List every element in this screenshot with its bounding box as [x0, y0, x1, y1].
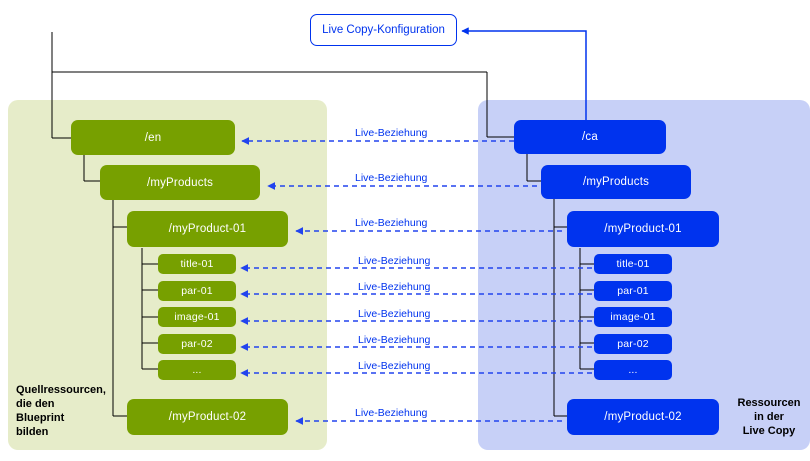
- node-label: /myProducts: [146, 176, 214, 189]
- livecopy-node-ca[interactable]: /ca: [514, 120, 666, 154]
- node-label: /ca: [582, 131, 598, 143]
- node-label: image-01: [610, 311, 656, 323]
- blueprint-node-par-02[interactable]: par-02: [158, 334, 236, 354]
- blueprint-node-en[interactable]: /en: [71, 120, 235, 155]
- node-label: /myProducts: [582, 176, 650, 188]
- blueprint-panel-caption: Quellressourcen, die den Blueprint bilde…: [16, 384, 106, 438]
- relation-label-myproduct-01: Live-Beziehung: [355, 217, 428, 229]
- node-label: title-01: [616, 258, 650, 270]
- node-label: /myProduct-02: [604, 411, 682, 423]
- relation-label-myproduct-02: Live-Beziehung: [355, 407, 428, 419]
- livecopy-node-myproduct-01[interactable]: /myProduct-01: [567, 211, 719, 247]
- relation-label-en: Live-Beziehung: [355, 127, 428, 139]
- blueprint-node-par-01[interactable]: par-01: [158, 281, 236, 301]
- livecopy-node-myproduct-02[interactable]: /myProduct-02: [567, 399, 719, 435]
- node-label: title-01: [180, 258, 214, 270]
- livecopy-node-image-01[interactable]: image-01: [594, 307, 672, 327]
- livecopy-panel-caption: Ressourcen in der Live Copy: [737, 397, 801, 437]
- relation-label-image-01: Live-Beziehung: [358, 308, 431, 320]
- node-label: par-02: [181, 338, 213, 350]
- node-label: /myProduct-01: [168, 223, 247, 235]
- livecopy-node-par-02[interactable]: par-02: [594, 334, 672, 354]
- relation-label-par-02: Live-Beziehung: [358, 334, 431, 346]
- node-label: ...: [192, 364, 202, 376]
- node-label: par-01: [617, 285, 649, 297]
- node-label: /myProduct-02: [168, 411, 247, 423]
- blueprint-node-title-01[interactable]: title-01: [158, 254, 236, 274]
- blueprint-node-myproduct-02[interactable]: /myProduct-02: [127, 399, 288, 435]
- node-label: par-02: [617, 338, 649, 350]
- node-label: ...: [628, 364, 638, 376]
- livecopy-node-ellipsis[interactable]: ...: [594, 360, 672, 380]
- livecopy-node-par-01[interactable]: par-01: [594, 281, 672, 301]
- relation-label-ellipsis: Live-Beziehung: [358, 360, 431, 372]
- live-copy-configuration-box[interactable]: Live Copy-Konfiguration: [310, 14, 457, 46]
- relation-label-par-01: Live-Beziehung: [358, 281, 431, 293]
- node-label: /en: [144, 131, 162, 144]
- livecopy-node-title-01[interactable]: title-01: [594, 254, 672, 274]
- blueprint-node-ellipsis[interactable]: ...: [158, 360, 236, 380]
- blueprint-node-myproducts[interactable]: /myProducts: [100, 165, 260, 200]
- relation-label-myproducts: Live-Beziehung: [355, 172, 428, 184]
- node-label: par-01: [181, 285, 213, 297]
- relation-label-title-01: Live-Beziehung: [358, 255, 431, 267]
- blueprint-panel: [8, 100, 327, 450]
- node-label: image-01: [174, 311, 220, 323]
- livecopy-panel: [478, 100, 810, 450]
- blueprint-node-myproduct-01[interactable]: /myProduct-01: [127, 211, 288, 247]
- node-label: /myProduct-01: [604, 223, 682, 235]
- live-copy-configuration-label: Live Copy-Konfiguration: [322, 24, 445, 36]
- blueprint-node-image-01[interactable]: image-01: [158, 307, 236, 327]
- livecopy-node-myproducts[interactable]: /myProducts: [541, 165, 691, 199]
